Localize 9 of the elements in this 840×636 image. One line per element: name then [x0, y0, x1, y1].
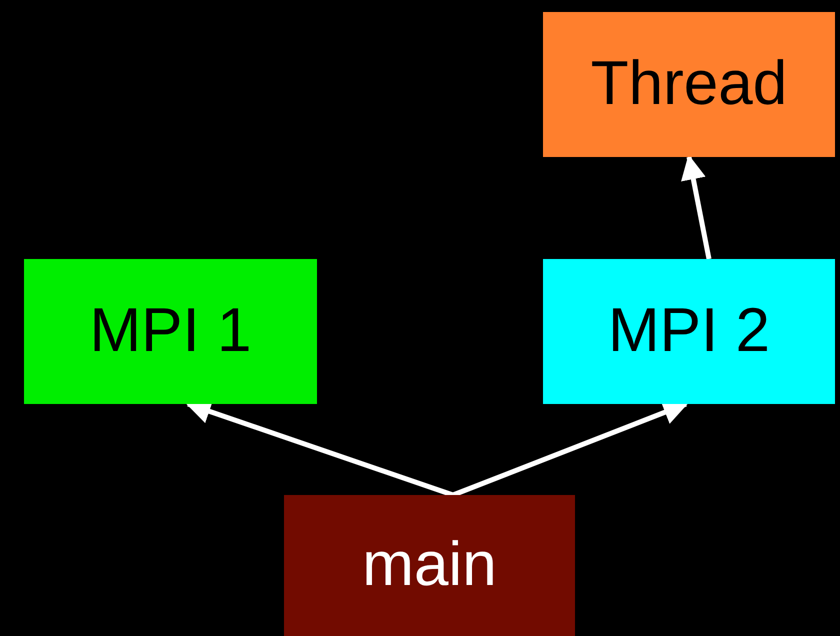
box-label: MPI 2	[608, 297, 770, 366]
box-label: Thread	[590, 50, 788, 119]
process-box	[543, 259, 835, 404]
process-box	[24, 259, 317, 404]
box-label: main	[362, 531, 497, 600]
process-box	[284, 495, 575, 636]
box-label: MPI 1	[90, 297, 252, 366]
arrow	[681, 154, 712, 260]
process-box	[543, 12, 835, 157]
